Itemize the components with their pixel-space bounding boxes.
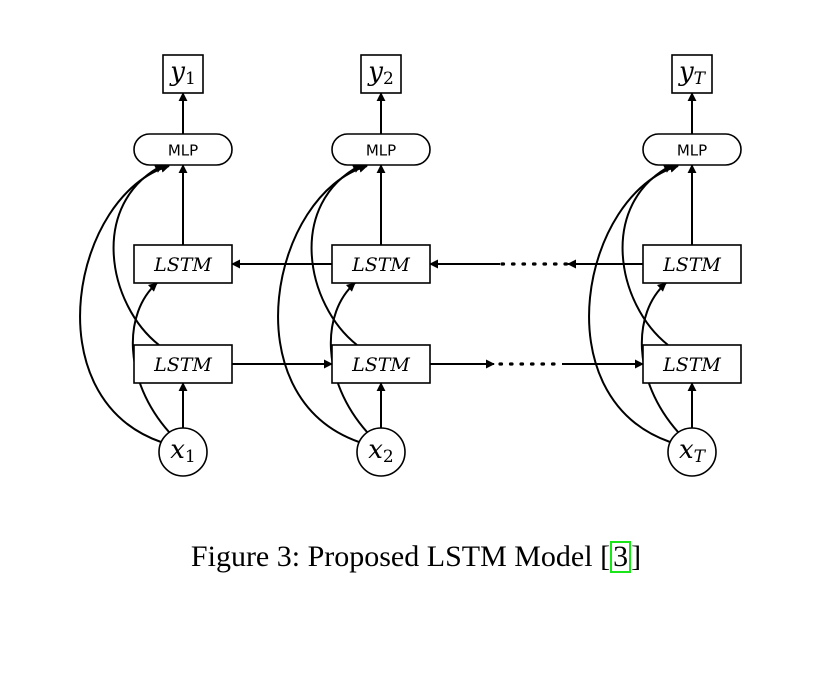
mlp-node-2: [331, 133, 431, 166]
forward-lstm-label-1: LSTM: [153, 354, 212, 376]
edge-x-to-bwlstm-t: [640, 282, 679, 433]
output-label-1: y1: [169, 57, 196, 89]
forward-lstm-2: [331, 344, 431, 384]
mlp-label-2: MLP: [366, 142, 396, 160]
caption-close-bracket: ]: [631, 540, 642, 573]
edge-x-to-bwlstm-2: [329, 282, 368, 433]
backward-lstm-t: [642, 244, 742, 284]
backward-lstm-2: [331, 244, 431, 284]
backward-lstm-label-t: LSTM: [662, 254, 721, 276]
input-node-2: [356, 427, 406, 477]
backward-lstm-1: [133, 244, 233, 284]
mlp-node-t: [642, 133, 742, 166]
output-label-2: y2: [367, 57, 394, 89]
forward-lstm-t: [642, 344, 742, 384]
caption-text: Figure 3: Proposed LSTM Model [: [190, 540, 611, 573]
backward-lstm-label-2: LSTM: [351, 254, 410, 276]
citation-link[interactable]: 3: [610, 541, 632, 573]
input-label-1: x1: [170, 435, 196, 467]
edge-x-to-mlp-2: [277, 163, 368, 443]
output-box-2: [360, 54, 402, 94]
mlp-label-1: MLP: [168, 142, 198, 160]
output-box-1: [162, 54, 204, 94]
output-box-t: [671, 54, 713, 94]
figure-caption: Figure 3: Proposed LSTM Model [3]: [0, 540, 832, 574]
input-label-2: x2: [368, 435, 394, 467]
input-label-t: xT: [679, 435, 707, 467]
forward-lstm-label-t: LSTM: [662, 354, 721, 376]
mlp-label-t: MLP: [677, 142, 707, 160]
input-node-t: [667, 427, 717, 477]
edge-x-to-mlp-t: [588, 163, 679, 443]
backward-lstm-label-1: LSTM: [153, 254, 212, 276]
forward-lstm-label-2: LSTM: [351, 354, 410, 376]
diagram-edges: [79, 92, 697, 443]
mlp-node-1: [133, 133, 233, 166]
forward-lstm-1: [133, 344, 233, 384]
input-node-1: [158, 427, 208, 477]
edge-x-to-mlp-1: [79, 163, 170, 443]
output-label-t: yT: [678, 57, 707, 89]
edge-x-to-bwlstm-1: [131, 282, 170, 433]
